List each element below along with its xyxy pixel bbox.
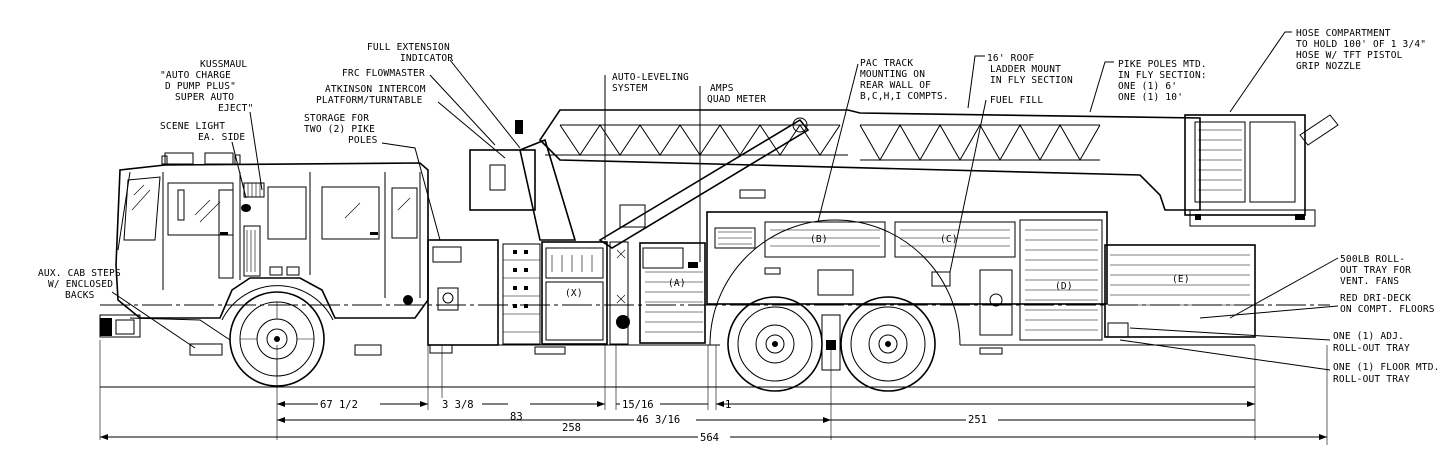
callout-line: FULL EXTENSION <box>367 42 450 53</box>
callout-red-dri-deck: RED DRI-DECK ON COMPT. FLOORS <box>1199 293 1435 319</box>
dimension-values: 67 1/2 3 3/8 83 15/16 1 46 3/16 251 258 … <box>318 398 998 444</box>
callout-line: TO HOLD 100' OF 1 3/4" <box>1296 39 1426 50</box>
callout-line: PAC TRACK <box>860 58 913 69</box>
callout-line: STORAGE FOR <box>304 113 369 124</box>
callout-line: GRIP NOZZLE <box>1296 61 1361 72</box>
callout-line: AMPS <box>710 83 734 94</box>
callout-roof-ladder: 16' ROOF LADDER MOUNT IN FLY SECTION <box>967 53 1073 109</box>
callout-line: ROLL-OUT TRAY <box>1333 343 1410 354</box>
callout-full-extension: FULL EXTENSION INDICATOR <box>367 42 521 149</box>
dim-251: 251 <box>968 414 987 426</box>
callout-line: EA. SIDE <box>198 132 245 143</box>
callout-line: B,C,H,I COMPTS. <box>860 91 949 102</box>
callout-line: HOSE COMPARTMENT <box>1296 28 1391 39</box>
callout-line: 16' ROOF <box>987 53 1034 64</box>
callout-line: OUT TRAY FOR <box>1340 265 1411 276</box>
callout-hose-compartment: HOSE COMPARTMENT TO HOLD 100' OF 1 3/4" … <box>1229 28 1426 113</box>
callout-line: ONE (1) ADJ. <box>1333 331 1404 342</box>
callout-line: ONE (1) 10' <box>1118 92 1183 103</box>
callout-line: HOSE W/ TFT PISTOL <box>1296 50 1403 61</box>
dim-258: 258 <box>562 422 581 434</box>
callout-line: 500LB ROLL- <box>1340 254 1405 265</box>
callout-line: QUAD METER <box>707 94 766 105</box>
callout-fuel-fill: FUEL FILL <box>949 95 1043 273</box>
dim-1: 1 <box>725 399 731 411</box>
callout-line: POLES <box>348 135 378 146</box>
aerial-ladder <box>469 109 1339 249</box>
compartment-label-a: (A) <box>668 278 686 289</box>
compartment-label-c: (C) <box>940 234 958 245</box>
callout-line: D PUMP PLUS" <box>165 81 236 92</box>
callout-line: FRC FLOWMASTER <box>342 68 425 79</box>
pump-module <box>427 239 630 355</box>
callout-line: INDICATOR <box>400 53 453 64</box>
callout-rollout-500: 500LB ROLL- OUT TRAY FOR VENT. FANS <box>1229 254 1411 319</box>
truck-outline <box>99 109 1339 392</box>
callout-line: EJECT" <box>218 103 254 114</box>
dim-46: 46 3/16 <box>636 414 680 426</box>
callout-line: AUTO-LEVELING <box>612 72 689 83</box>
dim-83: 83 <box>510 411 523 423</box>
callout-line: ROLL-OUT TRAY <box>1333 374 1410 385</box>
callout-line: AUX. CAB STEPS <box>38 268 121 279</box>
dim-67: 67 1/2 <box>320 399 358 411</box>
compartment-label-e: (E) <box>1172 274 1190 285</box>
callout-line: KUSSMAUL <box>200 59 247 70</box>
callout-floor-tray: ONE (1) FLOOR MTD. ROLL-OUT TRAY <box>1119 339 1440 385</box>
dim-15: 15/16 <box>622 399 654 411</box>
callout-line: ATKINSON INTERCOM <box>325 84 426 95</box>
compartment-labels: (B) (C) (D) (E) (A) (X) <box>565 234 1190 299</box>
callout-line: SYSTEM <box>612 83 648 94</box>
callout-kussmaul: KUSSMAUL "AUTO CHARGE D PUMP PLUS" SUPER… <box>160 59 263 191</box>
callout-pike-storage: STORAGE FOR TWO (2) PIKE POLES <box>304 113 441 241</box>
callout-scene-light: SCENE LIGHT EA. SIDE <box>160 121 247 199</box>
callout-line: MOUNTING ON <box>860 69 925 80</box>
compartment-label-d: (D) <box>1055 281 1073 292</box>
callout-line: PIKE POLES MTD. <box>1118 59 1207 70</box>
callout-amps: AMPS QUAD METER <box>699 83 766 262</box>
cab <box>99 152 429 356</box>
callout-line: VENT. FANS <box>1340 276 1399 287</box>
callout-line: LADDER MOUNT <box>990 64 1061 75</box>
callout-atkinson: ATKINSON INTERCOM PLATFORM/TURNTABLE <box>316 84 506 159</box>
body-compartments <box>639 189 1256 355</box>
compartment-label-x: (X) <box>565 288 583 299</box>
callout-line: FUEL FILL <box>990 95 1043 106</box>
callout-line: W/ ENCLOSED <box>48 279 113 290</box>
dimension-lines <box>99 340 1328 445</box>
callout-aux-cab-steps: AUX. CAB STEPS W/ ENCLOSED BACKS <box>38 268 196 349</box>
callout-line: RED DRI-DECK <box>1340 293 1411 304</box>
callout-line: SCENE LIGHT <box>160 121 225 132</box>
callout-line: ON COMPT. FLOORS <box>1340 304 1435 315</box>
callout-line: IN FLY SECTION: <box>1118 70 1207 81</box>
callout-line: TWO (2) PIKE <box>304 124 375 135</box>
callout-adj-tray: ONE (1) ADJ. ROLL-OUT TRAY <box>1129 327 1410 354</box>
dim-564: 564 <box>700 432 719 444</box>
compartment-label-b: (B) <box>810 234 828 245</box>
callout-line: "AUTO CHARGE <box>160 70 231 81</box>
callout-frc: FRC FLOWMASTER <box>342 68 496 146</box>
callout-line: REAR WALL OF <box>860 80 931 91</box>
callout-line: ONE (1) FLOOR MTD. <box>1333 362 1440 373</box>
dim-3: 3 3/8 <box>442 399 474 411</box>
callout-auto-leveling: AUTO-LEVELING SYSTEM <box>604 72 689 240</box>
front-wheel <box>221 285 334 387</box>
callout-line: SUPER AUTO <box>175 92 234 103</box>
callout-pac-track: PAC TRACK MOUNTING ON REAR WALL OF B,C,H… <box>817 58 949 223</box>
callout-line: ONE (1) 6' <box>1118 81 1177 92</box>
callout-line: PLATFORM/TURNTABLE <box>316 95 423 106</box>
callout-pike-poles-fly: PIKE POLES MTD. IN FLY SECTION: ONE (1) … <box>1089 59 1207 113</box>
callout-line: BACKS <box>65 290 95 301</box>
callout-line: IN FLY SECTION <box>990 75 1073 86</box>
